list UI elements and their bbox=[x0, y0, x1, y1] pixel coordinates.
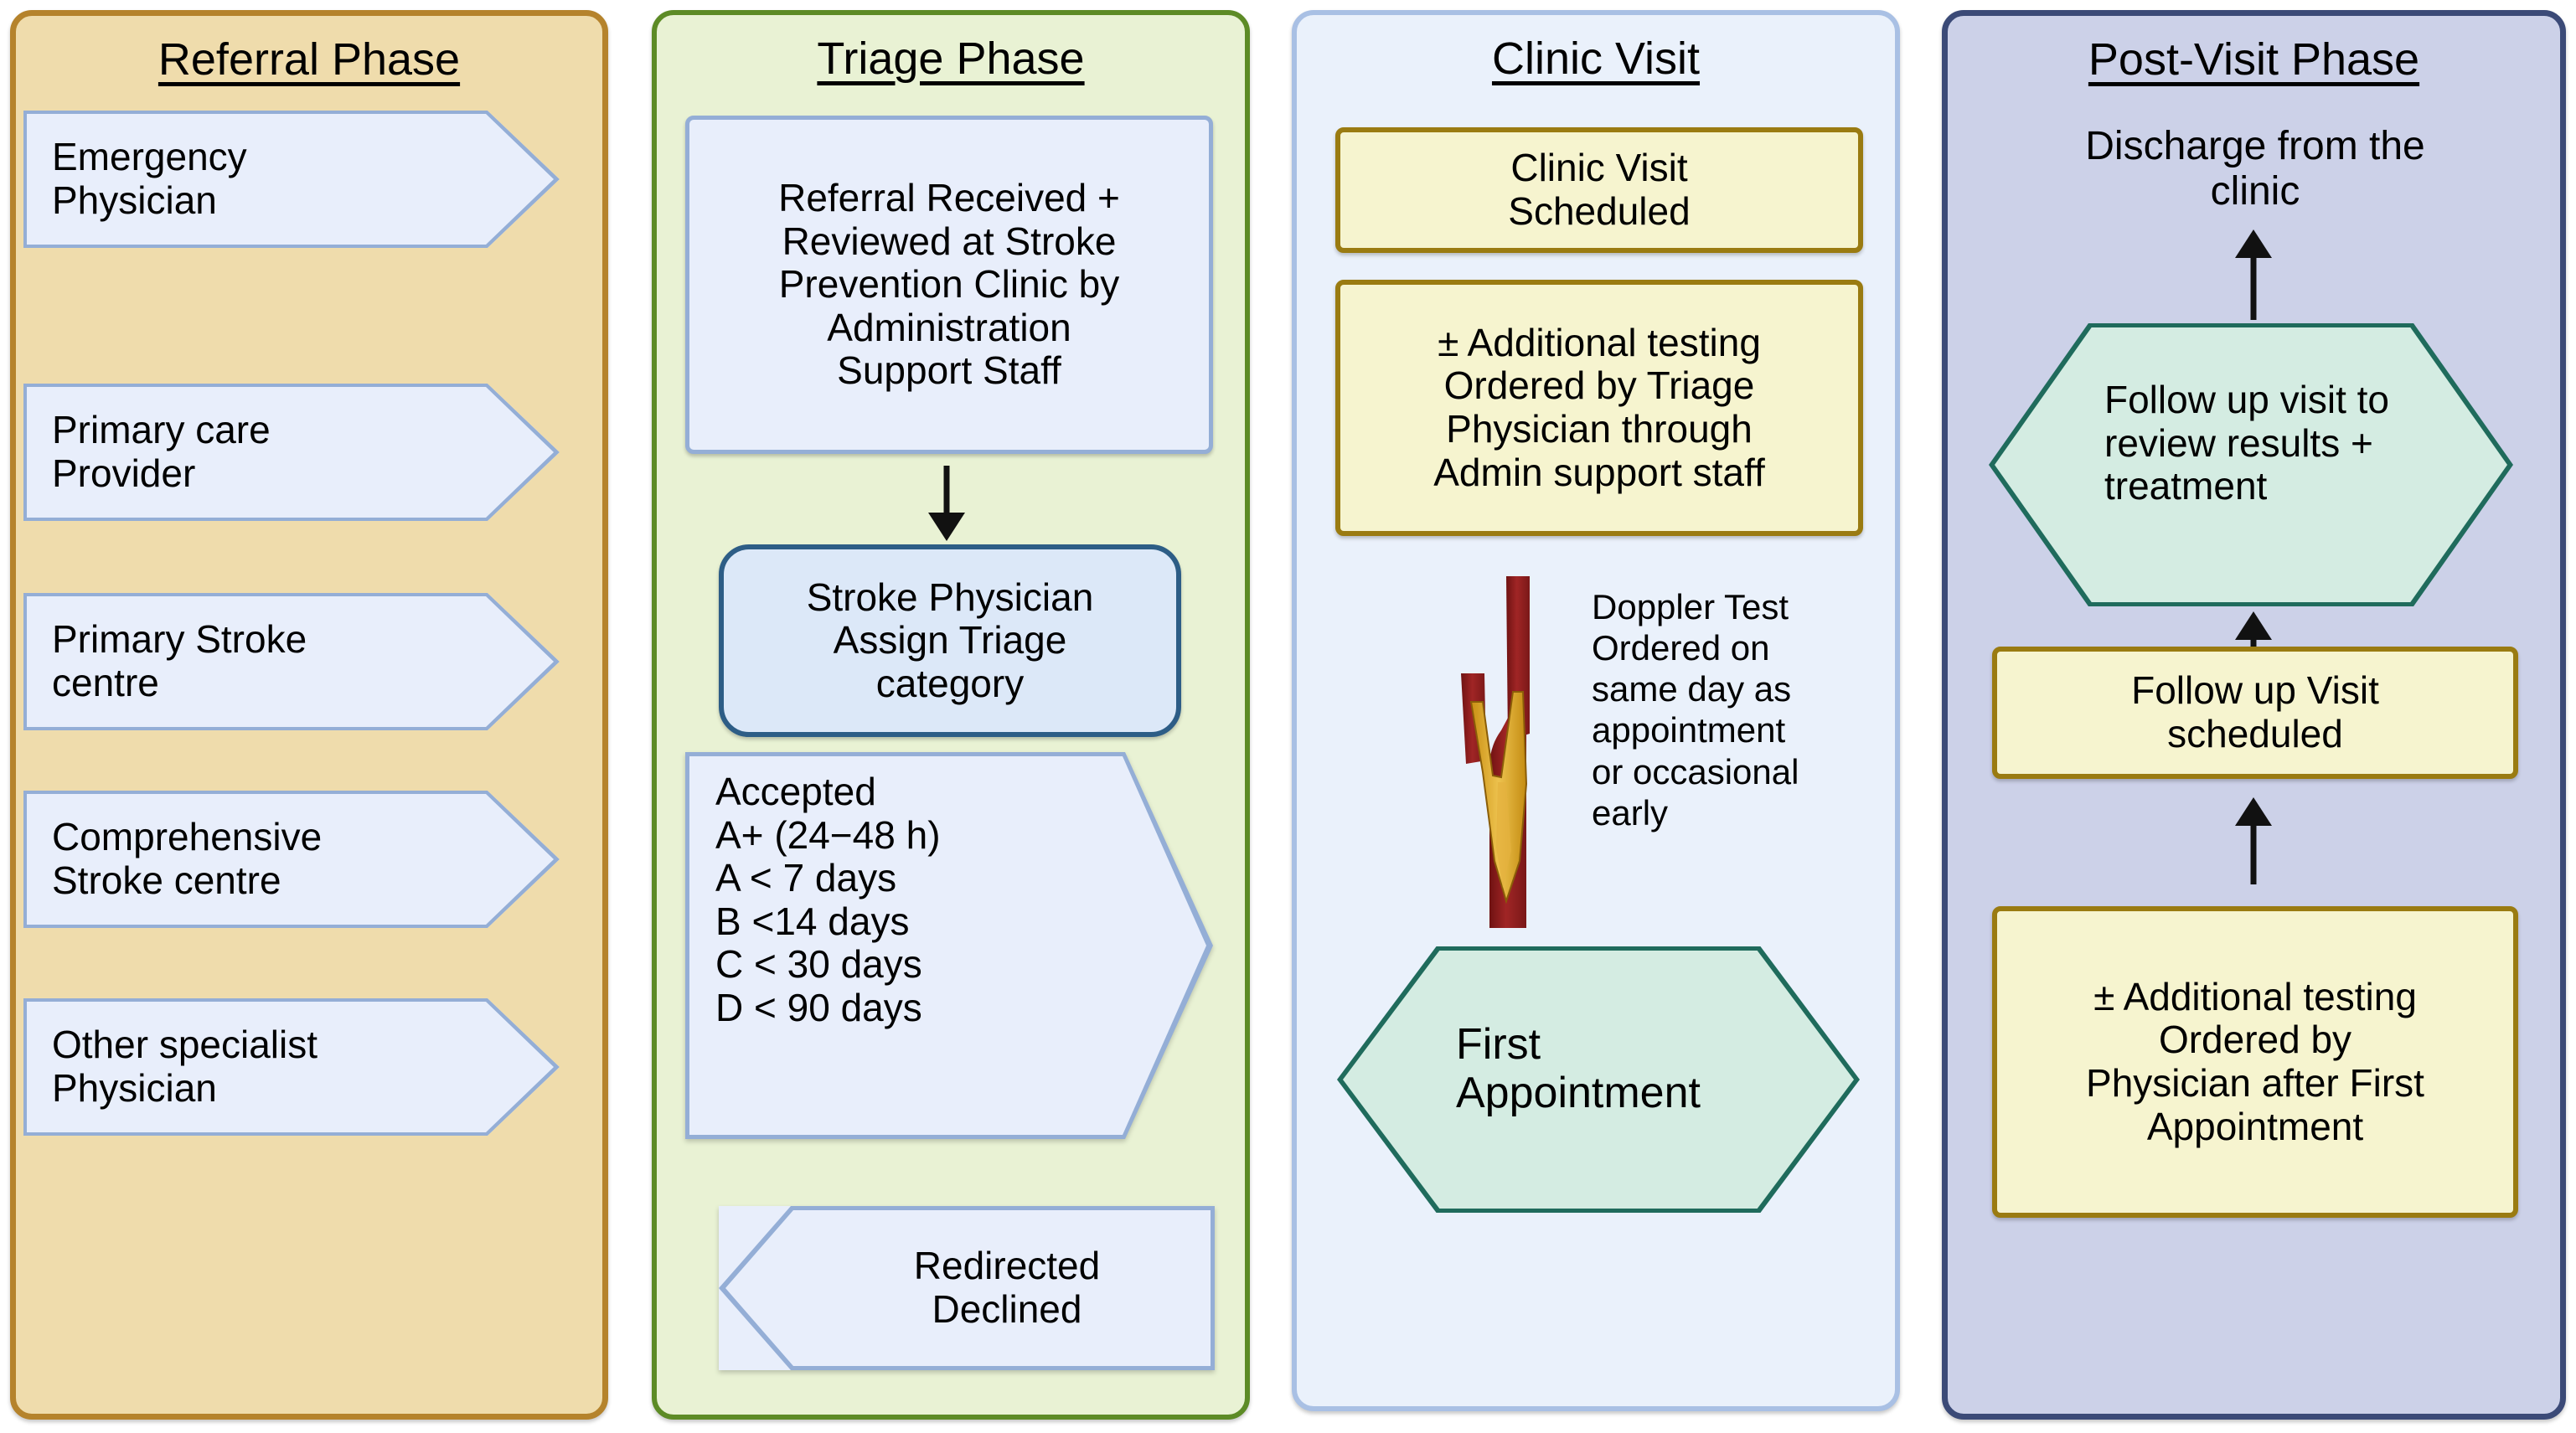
node-emergency-physician[interactable]: Emergency Physician bbox=[23, 111, 560, 248]
node-label: Primary Stroke centre bbox=[52, 617, 307, 704]
node-label: First Appointment bbox=[1456, 1020, 1701, 1118]
post-visit-phase-title: Post-Visit Phase bbox=[2088, 34, 2420, 85]
arrow-referral-to-triage bbox=[921, 466, 972, 541]
node-label: Primary care Provider bbox=[52, 408, 271, 495]
node-label: Follow up Visit scheduled bbox=[2131, 668, 2379, 755]
arrow-head bbox=[2235, 611, 2272, 640]
node-clinic-visit-scheduled[interactable]: Clinic Visit Scheduled bbox=[1335, 127, 1863, 253]
node-stroke-physician-assign-triage[interactable]: Stroke Physician Assign Triage category bbox=[719, 544, 1181, 737]
arrow-testing-to-scheduled bbox=[2228, 797, 2279, 884]
arrow-followup-to-discharge bbox=[2228, 229, 2279, 320]
node-additional-testing-triage[interactable]: ± Additional testing Ordered by Triage P… bbox=[1335, 280, 1863, 536]
artery-svg bbox=[1461, 576, 1530, 928]
node-primary-care-provider[interactable]: Primary care Provider bbox=[23, 384, 560, 521]
node-label: Other specialist Physician bbox=[52, 1023, 318, 1110]
node-referral-received-reviewed[interactable]: Referral Received + Reviewed at Stroke P… bbox=[685, 116, 1213, 454]
node-label: Accepted A+ (24−48 h) A < 7 days B <14 d… bbox=[715, 770, 941, 1029]
arrow-shaft bbox=[2250, 824, 2257, 884]
node-label: Referral Received + Reviewed at Stroke P… bbox=[778, 176, 1120, 393]
node-label: Comprehensive Stroke centre bbox=[52, 815, 323, 902]
node-label: Follow up visit to review results + trea… bbox=[2104, 378, 2390, 508]
arrow-head bbox=[2235, 797, 2272, 826]
triage-phase-title: Triage Phase bbox=[817, 34, 1085, 84]
arrow-shaft bbox=[2250, 255, 2257, 320]
node-primary-stroke-centre[interactable]: Primary Stroke centre bbox=[23, 593, 560, 730]
hexagon-face bbox=[1337, 946, 1860, 1213]
node-label: Emergency Physician bbox=[52, 135, 247, 222]
pentagon-face bbox=[685, 752, 1213, 1139]
node-follow-up-visit-scheduled[interactable]: Follow up Visit scheduled bbox=[1992, 647, 2518, 779]
node-label: Stroke Physician Assign Triage category bbox=[806, 575, 1094, 705]
node-follow-up-visit-review[interactable]: Follow up visit to review results + trea… bbox=[1989, 323, 2513, 606]
referral-phase-title: Referral Phase bbox=[157, 34, 461, 85]
node-accepted-triage-categories[interactable]: Accepted A+ (24−48 h) A < 7 days B <14 d… bbox=[685, 752, 1213, 1139]
clinic-visit-title: Clinic Visit bbox=[1491, 34, 1701, 84]
node-additional-testing-post-visit[interactable]: ± Additional testing Ordered by Physicia… bbox=[1992, 906, 2518, 1218]
node-other-specialist-physician[interactable]: Other specialist Physician bbox=[23, 998, 560, 1136]
node-first-appointment[interactable]: First Appointment bbox=[1337, 946, 1860, 1213]
node-label: ± Additional testing Ordered by Physicia… bbox=[2086, 974, 2424, 1148]
label-discharge-from-clinic: Discharge from the clinic bbox=[2085, 124, 2425, 214]
doppler-test-note: Doppler Test Ordered on same day as appo… bbox=[1592, 587, 1799, 832]
node-label: Redirected Declined bbox=[913, 1244, 1101, 1331]
node-comprehensive-stroke-centre[interactable]: Comprehensive Stroke centre bbox=[23, 791, 560, 928]
node-label: Clinic Visit Scheduled bbox=[1508, 146, 1691, 233]
node-redirected-declined[interactable]: Redirected Declined bbox=[719, 1206, 1215, 1370]
node-label: ± Additional testing Ordered by Triage P… bbox=[1433, 320, 1765, 494]
hexagon-face bbox=[1989, 323, 2513, 606]
arrow-head bbox=[928, 513, 965, 541]
arrow-shaft bbox=[943, 466, 950, 514]
carotid-artery-plaque-illustration bbox=[1446, 566, 1572, 935]
arrow-head bbox=[2235, 229, 2272, 258]
